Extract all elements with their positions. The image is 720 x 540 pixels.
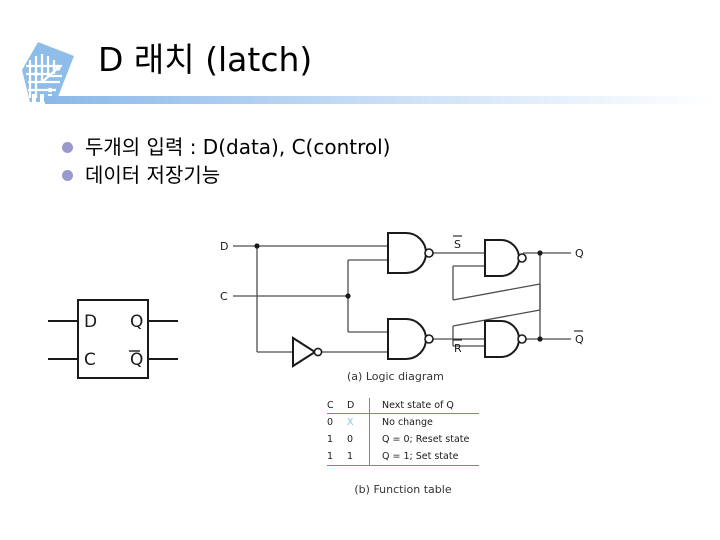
- junction-dot-c: [345, 293, 351, 299]
- bullet-list: 두개의 입력 : D(data), C(control) 데이터 저장기능: [62, 133, 662, 189]
- junction-dot-q: [537, 250, 543, 256]
- table-header-row: C D Next state of Q: [327, 398, 479, 414]
- cell-next-state: Q = 1; Set state: [369, 448, 479, 466]
- block-output-label-qbar: Q: [130, 350, 143, 370]
- nand-gate-bottom-input: [387, 318, 434, 360]
- function-table-caption: (b) Function table: [354, 483, 452, 496]
- cell-d: X: [347, 413, 370, 431]
- col-header-d: D: [347, 398, 370, 414]
- logic-output-label-qbar: Q: [575, 333, 584, 346]
- cell-c: 1: [327, 448, 347, 466]
- nand-gate-top-latch: [484, 239, 527, 277]
- bullet-item-0: 두개의 입력 : D(data), C(control): [62, 133, 662, 161]
- header-divider: [45, 96, 717, 104]
- nand-gate-bottom-latch: [484, 320, 527, 358]
- page-title: D 래치 (latch): [98, 40, 313, 79]
- bullet-item-label: 두개의 입력 : D(data), C(control): [85, 135, 391, 159]
- bullet-item-label: 데이터 저장기능: [85, 163, 221, 187]
- junction-dot-d: [254, 243, 260, 249]
- nand-gate-top-input: [387, 232, 434, 274]
- logic-input-label-c: C: [220, 290, 228, 303]
- cell-d: 1: [347, 448, 370, 466]
- block-input-label-c: C: [84, 350, 96, 370]
- cell-d: 0: [347, 431, 370, 448]
- cell-c: 0: [327, 417, 334, 428]
- logic-diagram: D C S R Q Q (a) Logic diagram: [215, 228, 595, 388]
- bullet-dot-icon: [62, 142, 73, 153]
- cell-next-state: Q = 0; Reset state: [382, 434, 470, 445]
- junction-dot-qbar: [537, 336, 543, 342]
- bullet-item-1: 데이터 저장기능: [62, 161, 662, 189]
- table-row: 0 X No change: [327, 413, 479, 431]
- function-table: C D Next state of Q 0 X No change 1 0 Q …: [320, 398, 500, 496]
- table-row: 1 0 Q = 0; Reset state: [327, 431, 479, 448]
- block-output-label-q: Q: [130, 312, 143, 332]
- slide-header: D 래치 (latch): [0, 0, 720, 110]
- table-row: 1 1 Q = 1; Set state: [327, 448, 479, 466]
- d-latch-block-symbol: D C Q Q: [30, 280, 210, 400]
- net-label-rbar: R: [454, 342, 462, 355]
- logic-diagram-caption: (a) Logic diagram: [347, 370, 444, 383]
- logic-input-label-d: D: [220, 240, 228, 253]
- bullet-dot-icon: [62, 170, 73, 181]
- col-header-next: Next state of Q: [369, 398, 479, 414]
- block-input-label-d: D: [84, 312, 97, 332]
- col-header-c: C: [327, 398, 347, 414]
- net-label-sbar: S: [454, 238, 461, 251]
- logic-output-label-q: Q: [575, 247, 584, 260]
- inverter-gate: [292, 336, 323, 368]
- cell-next-state: No change: [382, 417, 433, 428]
- circuit-board-logo-icon: [16, 40, 78, 106]
- cell-c: 1: [327, 434, 334, 445]
- function-table-grid: C D Next state of Q 0 X No change 1 0 Q …: [327, 398, 479, 466]
